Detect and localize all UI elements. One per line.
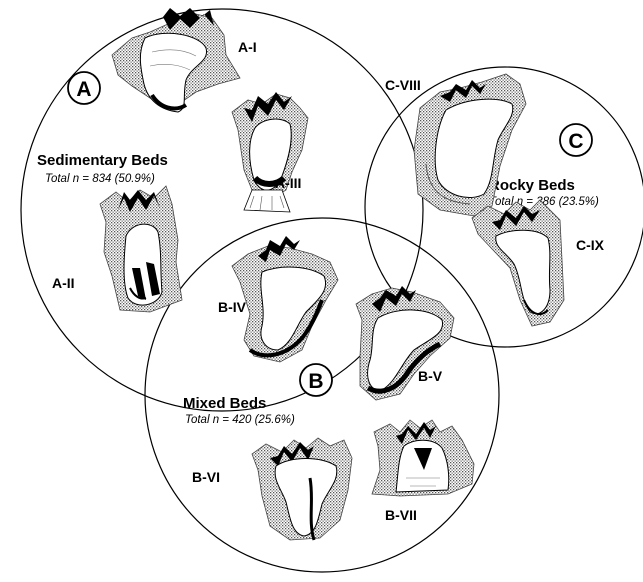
mixed-beds-title: Mixed Beds	[183, 395, 266, 412]
specimen-c8-label: C-VIII	[385, 77, 421, 93]
specimen-b5-label: B-V	[418, 368, 443, 384]
badge-a-letter: A	[76, 78, 91, 101]
specimen-a1-drawing	[112, 8, 240, 112]
badge-c-letter: C	[568, 130, 583, 153]
specimen-c9-label: C-IX	[576, 237, 605, 253]
badge-b-letter: B	[308, 370, 323, 393]
specimen-b4-label: B-IV	[218, 299, 247, 315]
sedimentary-beds-total: Total n = 834 (50.9%)	[45, 173, 155, 185]
specimen-b6-label: B-VI	[192, 469, 220, 485]
badge-a: A	[68, 72, 100, 104]
specimen-a2-label: A-II	[52, 275, 75, 291]
badge-b: B	[300, 364, 332, 396]
specimen-a3-drawing	[232, 92, 308, 212]
specimen-a3-label: A-III	[275, 175, 301, 191]
specimen-a2-drawing	[100, 186, 182, 312]
specimen-b7-label: B-VII	[385, 507, 417, 523]
specimen-c9-drawing	[472, 200, 564, 326]
specimen-a1-label: A-I	[238, 39, 257, 55]
specimen-c8-drawing	[414, 74, 526, 216]
mixed-beds-total: Total n = 420 (25.6%)	[185, 414, 295, 426]
badge-c: C	[560, 124, 592, 156]
specimen-b7-drawing	[372, 420, 474, 496]
sedimentary-beds-title: Sedimentary Beds	[37, 152, 168, 169]
specimen-b4-drawing	[232, 236, 338, 362]
rocky-beds-title: Rocky Beds	[489, 177, 575, 194]
specimen-b6-drawing	[252, 438, 352, 540]
